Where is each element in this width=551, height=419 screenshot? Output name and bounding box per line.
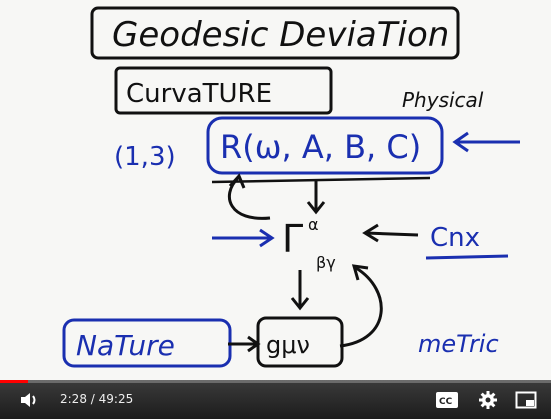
video-frame[interactable]: Geodesic DeviaTion CurvaTURE Physical (1…: [0, 0, 551, 380]
gamma-subscript: βγ: [316, 253, 336, 272]
riemann-underline: [211, 176, 431, 184]
gamma-superscript: α: [308, 215, 319, 234]
metric-label: meTric: [418, 330, 499, 358]
nature-text: NaTure: [76, 329, 175, 362]
physical-label: Physical: [402, 88, 484, 112]
arrow-cnx-gamma: [365, 231, 419, 237]
miniplayer-button[interactable]: [512, 388, 540, 412]
curve-arrow-metric: [339, 266, 383, 348]
captions-button[interactable]: CC: [433, 388, 461, 412]
volume-button[interactable]: [16, 388, 44, 412]
svg-text:CC: CC: [439, 397, 453, 407]
gear-icon: [479, 391, 497, 409]
progress-bar[interactable]: [0, 380, 551, 383]
duration: 49:25: [98, 392, 134, 406]
curvature-box: [114, 66, 333, 115]
loop-arrow: [227, 176, 271, 220]
time-display: 2:28 / 49:25: [60, 392, 133, 406]
metric-tensor-text: gμν: [266, 331, 310, 359]
player-controls: 2:28 / 49:25 CC: [0, 380, 551, 419]
volume-icon: [21, 393, 36, 407]
metric-tensor-box: [256, 316, 344, 368]
cnx-underline: [425, 254, 509, 260]
title-box: [90, 6, 460, 60]
progress-fill: [0, 380, 28, 383]
title-text: Geodesic DeviaTion: [112, 15, 449, 55]
whiteboard-drawing: Geodesic DeviaTion CurvaTURE Physical (1…: [62, 6, 520, 368]
gamma-symbol: Γ: [282, 217, 303, 261]
cnx-label: Cnx: [430, 223, 480, 253]
miniplayer-icon: [515, 391, 537, 409]
current-time: 2:28: [60, 392, 87, 406]
curvature-text: CurvaTURE: [126, 79, 272, 109]
riemann-box: [206, 116, 444, 175]
settings-button[interactable]: [474, 388, 502, 412]
captions-icon: CC: [436, 392, 458, 408]
rank-label: (1,3): [114, 142, 176, 172]
time-separator: /: [86, 392, 99, 406]
riemann-text: R(ω, A, B, C): [220, 128, 421, 166]
